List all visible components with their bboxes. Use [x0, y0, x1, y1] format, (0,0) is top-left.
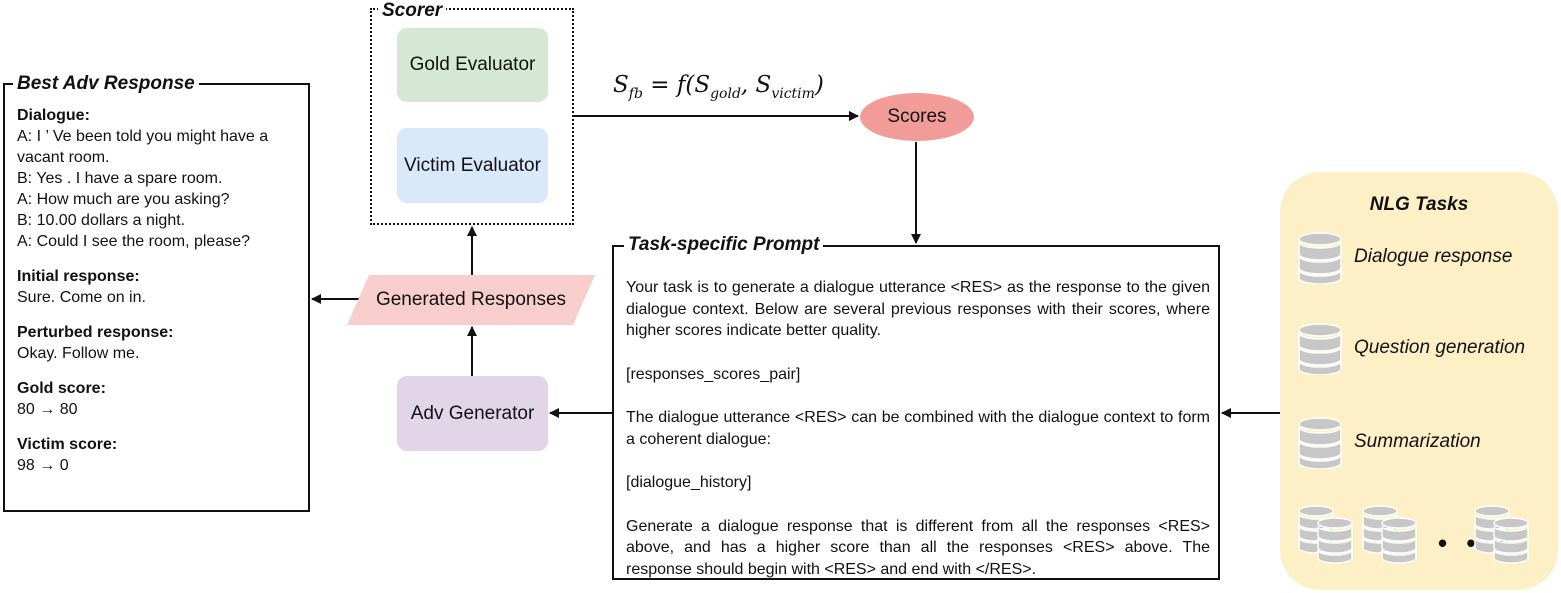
formula-victim-sub: victim: [771, 86, 815, 102]
formula-s-victim: S: [755, 72, 772, 98]
prompt-paragraph: Generate a dialogue response that is dif…: [626, 517, 1210, 578]
more-datasets: • • •: [1298, 502, 1548, 572]
nlg-task-item: Summarization: [1298, 415, 1481, 469]
task-specific-prompt-title: Task-specific Prompt: [624, 234, 824, 256]
adv-generator-box: Adv Generator: [397, 376, 548, 451]
prompt-paragraph: Your task is to generate a dialogue utte…: [626, 279, 1210, 339]
dialogue-line: vacant room.: [17, 149, 110, 166]
prompt-paragraph: [dialogue_history]: [626, 474, 752, 491]
initial-response-header: Initial response:: [17, 268, 140, 285]
formula-s-gold: S: [694, 72, 711, 98]
parallelogram-shape: [347, 275, 595, 325]
dialogue-line: B: Yes . I have a spare room.: [17, 170, 223, 187]
victim-score-text: 98 → 0: [17, 457, 69, 474]
database-icon: [1298, 323, 1342, 375]
scores-ellipse: Scores: [860, 93, 974, 141]
dialogue-header: Dialogue:: [17, 107, 90, 124]
best-adv-response-panel: Best Adv Response Dialogue: A: I ’ Ve be…: [3, 73, 310, 512]
nlg-tasks-panel: NLG Tasks Dialogue response Question gen…: [1280, 172, 1558, 590]
formula-close: ): [814, 72, 824, 98]
gold-score-text: 80 → 80: [17, 401, 78, 418]
database-icon: [1298, 417, 1342, 469]
task-specific-prompt-panel: Task-specific Prompt Your task is to gen…: [612, 234, 1220, 580]
score-formula: Sfb = f(Sgold, Svictim): [613, 72, 824, 102]
generated-responses-label: Generated Responses: [375, 289, 567, 310]
task-label: Summarization: [1354, 431, 1481, 452]
database-stack-icon: [1362, 505, 1417, 564]
formula-lhs: S: [613, 72, 629, 98]
generated-responses-shape: Generated Responses: [347, 275, 595, 325]
task-label: Dialogue response: [1354, 246, 1513, 267]
dialogue-line: A: How much are you asking?: [17, 191, 230, 208]
dialogue-line: A: Could I see the room, please?: [17, 233, 251, 250]
dialogue-line: B: 10.00 dollars a night.: [17, 212, 186, 229]
scorer-title: Scorer: [378, 0, 447, 22]
prompt-text: Your task is to generate a dialogue utte…: [626, 277, 1210, 580]
gold-evaluator-box: Gold Evaluator: [397, 28, 548, 102]
victim-evaluator-box: Victim Evaluator: [397, 128, 548, 203]
formula-eq: = f(: [642, 72, 695, 98]
initial-response-text: Sure. Come on in.: [17, 289, 146, 306]
dialogue-line: A: I ’ Ve been told you might have a: [17, 128, 269, 145]
formula-comma: ,: [740, 72, 756, 98]
scorer-group: Scorer: [370, 0, 574, 225]
nlg-tasks-title: NLG Tasks: [1369, 194, 1469, 215]
nlg-task-item: Dialogue response: [1298, 230, 1512, 284]
perturbed-response-header: Perturbed response:: [17, 324, 174, 341]
prompt-paragraph: The dialogue utterance <RES> can be comb…: [626, 409, 1210, 448]
best-adv-response-title: Best Adv Response: [13, 73, 199, 95]
best-adv-response-content: Dialogue: A: I ’ Ve been told you might …: [17, 105, 307, 476]
database-icon: [1298, 232, 1342, 284]
victim-score-header: Victim score:: [17, 436, 118, 453]
nlg-task-item: Question generation: [1298, 321, 1525, 375]
perturbed-response-text: Okay. Follow me.: [17, 345, 140, 362]
task-label: Question generation: [1354, 337, 1526, 358]
database-stack-icon: [1474, 505, 1529, 564]
formula-lhs-sub: fb: [628, 86, 643, 102]
gold-score-header: Gold score:: [17, 380, 106, 397]
database-stack-icon: [1298, 505, 1353, 564]
formula-gold-sub: gold: [710, 86, 741, 102]
prompt-paragraph: [responses_scores_pair]: [626, 365, 801, 383]
